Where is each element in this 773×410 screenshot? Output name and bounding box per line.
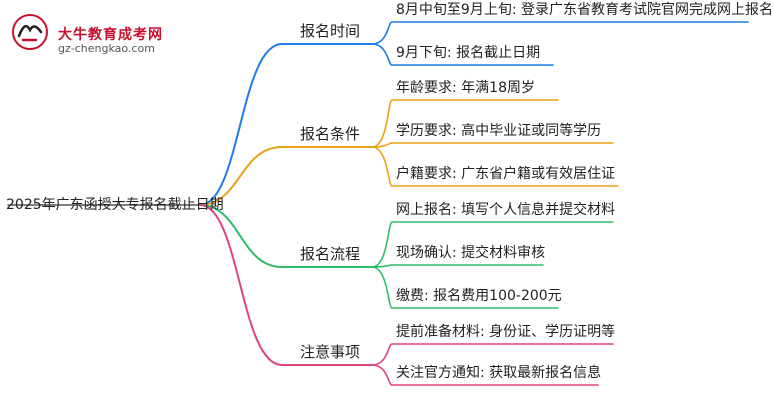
- leaf-label: 学历要求: 高中毕业证或同等学历: [396, 123, 602, 139]
- leaf-label: 户籍要求: 广东省户籍或有效居住证: [396, 166, 616, 182]
- leaf-connector: [371, 21, 393, 45]
- mindmap-canvas: [7, 21, 749, 386]
- branch-label: 注意事项: [300, 343, 361, 361]
- branch-connector: [199, 146, 283, 206]
- site-logo[interactable]: 大牛教育成考网 gz-chengkao.com: [8, 8, 168, 56]
- leaf-label: 年龄要求: 年满18周岁: [396, 80, 535, 96]
- leaf-connector: [371, 142, 393, 148]
- branch-label: 报名时间: [300, 22, 361, 40]
- leaf-connector: [371, 146, 393, 187]
- branch-label: 报名流程: [300, 245, 361, 263]
- leaf-label: 网上报名: 填写个人信息并提交材料: [396, 202, 616, 218]
- leaf-label: 提前准备材料: 身份证、学历证明等: [396, 324, 616, 340]
- leaf-connector: [371, 343, 393, 366]
- leaf-connector: [371, 221, 393, 268]
- leaf-connector: [371, 266, 393, 309]
- branch-connector: [199, 204, 283, 366]
- leaf-connector: [371, 99, 393, 148]
- leaf-label: 缴费: 报名费用100-200元: [396, 288, 562, 304]
- leaf-connector: [371, 43, 393, 66]
- logo-url: gz-chengkao.com: [58, 42, 155, 55]
- leaf-label: 9月下旬: 报名截止日期: [396, 45, 541, 61]
- branch-connector: [199, 43, 283, 206]
- logo-emblem-icon: [12, 14, 48, 50]
- branch-label: 报名条件: [300, 125, 361, 143]
- leaf-label: 8月中旬至9月上旬: 登录广东省教育考试院官网完成网上报名: [396, 2, 773, 18]
- root-node: 2025年广东函授大专报名截止日期: [6, 197, 224, 213]
- leaf-connector: [371, 364, 393, 386]
- leaf-label: 现场确认: 提交材料审核: [396, 245, 546, 261]
- branch-connector: [199, 204, 283, 268]
- leaf-label: 关注官方通知: 获取最新报名信息: [396, 365, 602, 381]
- logo-title: 大牛教育成考网: [58, 27, 163, 43]
